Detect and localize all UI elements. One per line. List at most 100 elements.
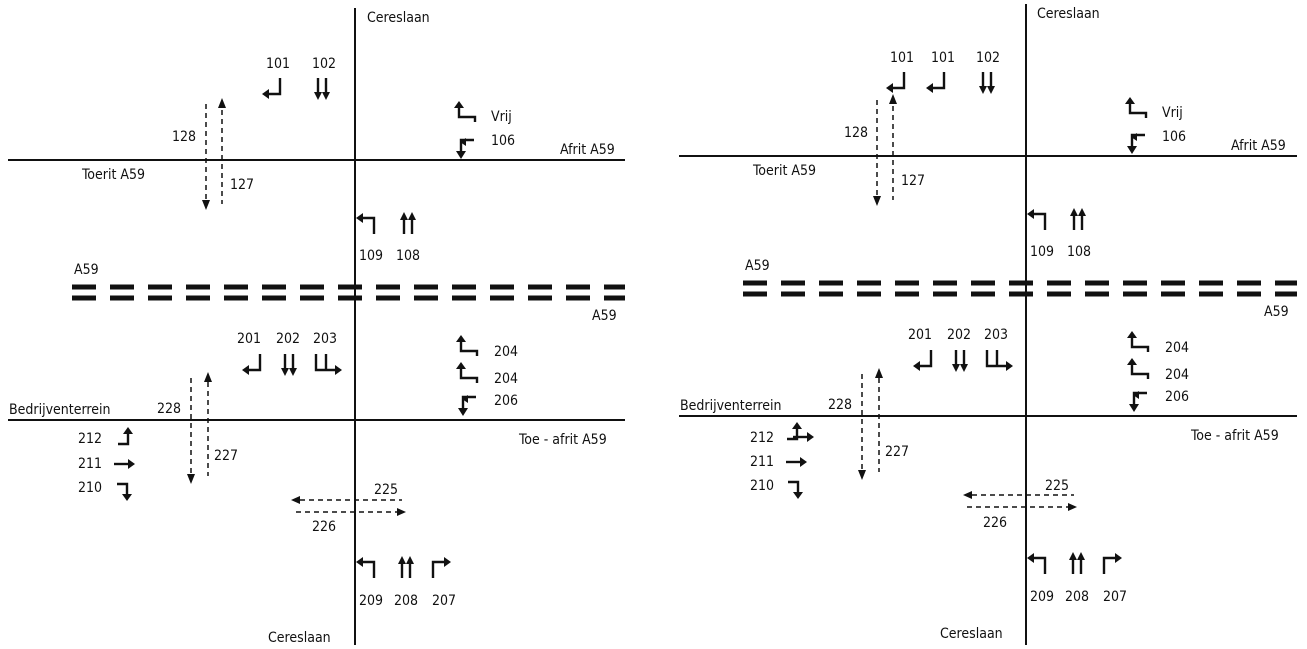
signal-label-108: 108 bbox=[396, 248, 420, 264]
double-straight-down-icon bbox=[977, 70, 997, 96]
arrow-up-icon bbox=[204, 372, 212, 382]
signal-label-201: 201 bbox=[908, 327, 932, 343]
signal-label-210: 210 bbox=[750, 478, 774, 494]
road-label-bedrijventerrein: Bedrijventerrein bbox=[9, 402, 110, 418]
road-label-toerit-a59: Toerit A59 bbox=[81, 167, 145, 183]
signal-label-228: 228 bbox=[828, 397, 852, 413]
signal-label-101a: 101 bbox=[890, 50, 914, 66]
signal-label-203: 203 bbox=[984, 327, 1008, 343]
road-label-a59-west: A59 bbox=[745, 258, 770, 274]
signal-label-226: 226 bbox=[983, 515, 1007, 531]
double-straight-up-icon bbox=[396, 554, 416, 580]
arrow-up-icon bbox=[889, 94, 897, 104]
arrow-up-icon bbox=[875, 368, 883, 378]
arrow-down-icon bbox=[873, 196, 881, 206]
arrow-down-icon bbox=[858, 470, 866, 480]
signal-label-212: 212 bbox=[750, 430, 774, 446]
up-left-turn-icon bbox=[452, 99, 477, 124]
signal-label-203: 203 bbox=[313, 331, 337, 347]
right-down-turn-icon bbox=[786, 480, 805, 501]
signal-label-101b: 101 bbox=[931, 50, 955, 66]
road-label-toe-afrit-a59: Toe - afrit A59 bbox=[518, 432, 607, 448]
signal-label-vrij: Vrij bbox=[491, 109, 512, 125]
signal-label-211: 211 bbox=[78, 456, 102, 472]
signal-label-226: 226 bbox=[312, 519, 336, 535]
signal-label-204b: 204 bbox=[1165, 367, 1189, 383]
signal-label-204a: 204 bbox=[1165, 340, 1189, 356]
signal-label-207: 207 bbox=[1103, 589, 1127, 605]
arrow-down-icon bbox=[187, 474, 195, 484]
down-left-turn-icon bbox=[924, 70, 946, 95]
road-label-toerit-a59: Toerit A59 bbox=[752, 163, 816, 179]
right-turn-up-icon bbox=[431, 555, 453, 580]
double-straight-down-icon bbox=[279, 352, 299, 378]
arrow-right-icon bbox=[397, 508, 406, 516]
signal-label-206: 206 bbox=[494, 393, 518, 409]
signal-label-225: 225 bbox=[1045, 478, 1069, 494]
signal-label-225: 225 bbox=[374, 482, 398, 498]
signal-label-212: 212 bbox=[78, 431, 102, 447]
signal-label-204b: 204 bbox=[494, 371, 518, 387]
down-left-turn-icon bbox=[240, 352, 262, 377]
signal-label-102: 102 bbox=[312, 56, 336, 72]
double-right-turn-icon bbox=[985, 348, 1015, 373]
road-label-bedrijventerrein: Bedrijventerrein bbox=[680, 398, 781, 414]
signal-label-208: 208 bbox=[394, 593, 418, 609]
signal-label-101: 101 bbox=[266, 56, 290, 72]
road-label-a59-west: A59 bbox=[74, 262, 99, 278]
arrow-up-icon bbox=[218, 98, 226, 108]
signal-label-127: 127 bbox=[901, 173, 925, 189]
signal-label-207: 207 bbox=[432, 593, 456, 609]
road-label-afrit-a59: Afrit A59 bbox=[1231, 138, 1286, 154]
signal-label-210: 210 bbox=[78, 480, 102, 496]
right-turn-up-icon bbox=[1102, 551, 1124, 576]
double-straight-up-icon bbox=[1067, 550, 1087, 576]
signal-label-228: 228 bbox=[157, 401, 181, 417]
signal-label-227: 227 bbox=[885, 444, 909, 460]
signal-label-106: 106 bbox=[1162, 129, 1186, 145]
up-left-turn-icon bbox=[1125, 329, 1150, 354]
signal-label-211: 211 bbox=[750, 454, 774, 470]
arrow-down-icon bbox=[202, 200, 210, 210]
arrow-left-icon bbox=[963, 491, 972, 499]
straight-right-icon bbox=[784, 455, 809, 469]
right-up-turn-icon bbox=[116, 425, 135, 446]
signal-label-208: 208 bbox=[1065, 589, 1089, 605]
signal-label-209: 209 bbox=[359, 593, 383, 609]
left-down-turn-icon bbox=[454, 136, 476, 161]
road-label-a59-east: A59 bbox=[1264, 304, 1289, 320]
signal-label-201: 201 bbox=[237, 331, 261, 347]
down-left-turn-icon bbox=[911, 348, 933, 373]
right-down-turn-icon bbox=[115, 482, 134, 503]
down-left-turn-icon bbox=[884, 70, 906, 95]
left-down-turn-icon bbox=[1125, 131, 1147, 156]
signal-label-127: 127 bbox=[230, 177, 254, 193]
road-label-toe-afrit-a59: Toe - afrit A59 bbox=[1190, 428, 1279, 444]
left-down-turn-icon bbox=[1127, 389, 1149, 414]
left-down-turn-icon bbox=[456, 393, 478, 418]
left-turn-up-icon bbox=[1025, 207, 1047, 232]
up-left-turn-icon bbox=[1123, 95, 1148, 120]
signal-label-109: 109 bbox=[359, 248, 383, 264]
signal-label-vrij: Vrij bbox=[1162, 105, 1183, 121]
road-label-afrit-a59: Afrit A59 bbox=[560, 142, 615, 158]
road-label-cereslaan-bottom: Cereslaan bbox=[268, 630, 331, 646]
left-turn-up-icon bbox=[354, 211, 376, 236]
straight-right-icon bbox=[112, 457, 137, 471]
double-straight-up-icon bbox=[1068, 206, 1088, 232]
left-turn-up-icon bbox=[354, 555, 376, 580]
road-label-a59-east: A59 bbox=[592, 308, 617, 324]
signal-label-209: 209 bbox=[1030, 589, 1054, 605]
right-panel: Cereslaan Cereslaan Afrit A59 Toerit A59… bbox=[679, 4, 1297, 645]
signal-label-106: 106 bbox=[491, 133, 515, 149]
up-left-turn-icon bbox=[454, 333, 479, 358]
signal-label-128: 128 bbox=[844, 125, 868, 141]
signal-label-202: 202 bbox=[276, 331, 300, 347]
road-label-cereslaan-top: Cereslaan bbox=[1037, 6, 1100, 22]
double-straight-down-icon bbox=[312, 76, 332, 102]
left-turn-up-icon bbox=[1025, 551, 1047, 576]
down-left-turn-icon bbox=[260, 76, 282, 101]
up-left-turn-icon bbox=[454, 360, 479, 385]
left-panel: Cereslaan Cereslaan Afrit A59 Toerit A59… bbox=[8, 8, 625, 646]
